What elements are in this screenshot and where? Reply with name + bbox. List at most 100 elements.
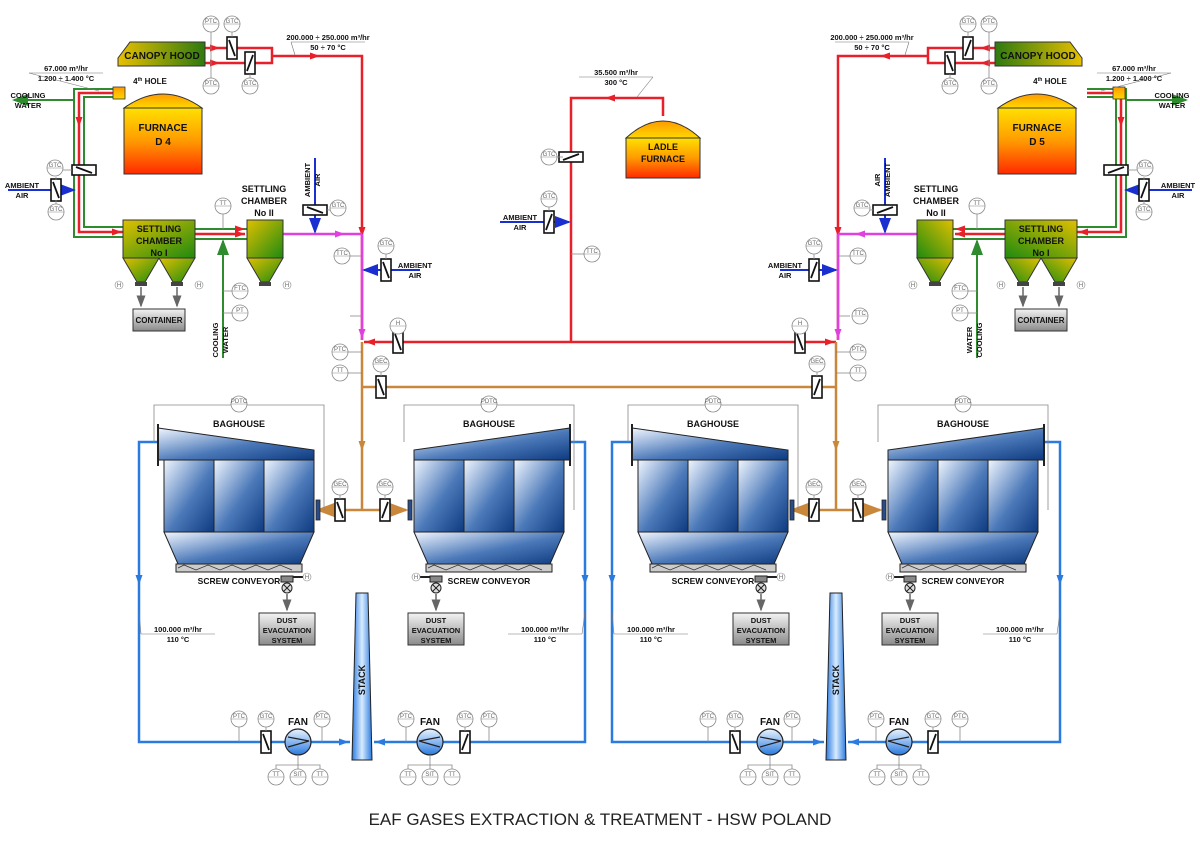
furnace-id-label: D 5 <box>1029 137 1045 148</box>
damper-valve-icon[interactable] <box>729 730 741 754</box>
instrument-tag: PT <box>956 308 964 314</box>
damper-valve-icon[interactable] <box>1138 178 1150 202</box>
pipe <box>137 440 350 744</box>
damper-valve-icon[interactable] <box>375 375 387 399</box>
valve-cross <box>906 584 914 592</box>
instrument-tt: TT <box>214 197 232 215</box>
instrument-tag: GTC <box>49 163 62 169</box>
hand-actuator-icon[interactable]: H <box>996 280 1006 290</box>
hand-actuator-icon[interactable]: H <box>302 572 312 582</box>
hand-actuator-icon[interactable]: H <box>282 280 292 290</box>
damper-valve-icon[interactable] <box>459 730 471 754</box>
damper-blade <box>306 206 324 214</box>
damper-valve-icon[interactable] <box>380 258 392 282</box>
filter-compartment <box>637 459 689 533</box>
hand-actuator-icon[interactable]: H <box>411 572 421 582</box>
fan[interactable] <box>284 728 312 756</box>
flow-arrow-icon <box>339 738 349 746</box>
damper-valve-icon[interactable] <box>71 164 97 176</box>
pipe <box>610 440 824 744</box>
damper-valve-icon[interactable] <box>808 258 820 282</box>
pipes <box>8 44 1192 746</box>
damper-blade <box>228 39 236 57</box>
damper-valve-icon[interactable] <box>50 178 62 202</box>
instrument-ptc: PTC <box>202 77 220 95</box>
damper-blade <box>946 54 954 72</box>
damper-valve-icon[interactable] <box>543 210 555 234</box>
damper-valve-icon[interactable] <box>226 36 238 60</box>
damper-valve-icon[interactable] <box>852 498 864 522</box>
cooling-water-label: COOLING <box>1155 91 1190 100</box>
hand-actuator-icon[interactable]: H <box>114 280 124 290</box>
instrument-gec: GEC <box>376 478 394 496</box>
damper-valve-icon[interactable] <box>872 204 898 216</box>
instrument-tt: TT <box>783 768 801 786</box>
hand-actuator-icon[interactable]: H <box>776 572 786 582</box>
damper-valve-icon[interactable] <box>1103 164 1129 176</box>
ladle-furnace-dome <box>624 120 702 139</box>
fan[interactable] <box>885 728 913 756</box>
instrument-gtc: GTC <box>540 148 558 166</box>
instrument-ttc: TTC <box>849 247 867 265</box>
hand-actuator-icon[interactable]: H <box>194 280 204 290</box>
hand-actuator-icon[interactable]: H <box>885 572 895 582</box>
dust-evacuation-system <box>881 612 939 646</box>
screw-flight <box>427 564 543 571</box>
instrument-ptc: PTC <box>783 710 801 728</box>
h-bubble <box>194 280 204 290</box>
damper-valve-icon[interactable] <box>302 204 328 216</box>
h-tag: H <box>888 575 892 581</box>
dust-evacuation-label: EVACUATION <box>737 626 785 635</box>
dust-evacuation-label: DUST <box>277 616 298 625</box>
instrument-h: H <box>389 317 407 335</box>
flow-arrow-icon <box>880 52 890 60</box>
flow-arrow-icon <box>358 329 366 339</box>
h-bubble <box>114 280 124 290</box>
fan[interactable] <box>416 728 444 756</box>
damper-valve-icon[interactable] <box>334 498 346 522</box>
instrument-gtc: GTC <box>1136 159 1154 177</box>
h-bubble <box>776 572 786 582</box>
instrument-tag: GTC <box>962 19 975 25</box>
canopy-hood-label: CANOPY HOOD <box>1000 51 1075 62</box>
flow-arrow-icon <box>1056 575 1064 585</box>
damper-valve-icon[interactable] <box>808 498 820 522</box>
damper-valve-icon[interactable] <box>944 51 956 75</box>
screw-flight <box>901 564 1017 571</box>
h-bubble <box>302 572 312 582</box>
container-label: CONTAINER <box>1018 316 1065 325</box>
instrument-pt: PT <box>951 304 969 322</box>
hand-actuator-icon[interactable]: H <box>908 280 918 290</box>
instrument-tag: GTC <box>260 714 273 720</box>
instrument-ttc: TTC <box>583 245 601 263</box>
fan[interactable] <box>756 728 784 756</box>
instrument-pdtc: PDTC <box>954 395 972 413</box>
ambient-air-label: AIR <box>779 271 793 280</box>
h-bubble <box>1076 280 1086 290</box>
fourth-hole-label: 4th HOLE <box>133 77 167 86</box>
damper-valve-icon[interactable] <box>244 51 256 75</box>
instrument-gtc: GTC <box>1135 203 1153 221</box>
ambient-air-label: AMBIENT <box>768 261 803 270</box>
flow-rate-label: 200.000 ÷ 250.000 m³/hr <box>286 33 369 42</box>
inlet-flange <box>881 499 887 521</box>
h-tag: H <box>779 575 783 581</box>
damper-valve-icon[interactable] <box>260 730 272 754</box>
h-bubble <box>282 280 292 290</box>
dust-evacuation-label: DUST <box>751 616 772 625</box>
cooling-water-label: COOLING <box>975 322 984 357</box>
flow-rate-label: 200.000 ÷ 250.000 m³/hr <box>830 33 913 42</box>
filter-compartment <box>987 459 1039 533</box>
instrument-gtc: GTC <box>223 15 241 33</box>
damper-valve-icon[interactable] <box>379 498 391 522</box>
damper-valve-icon[interactable] <box>927 730 939 754</box>
flow-arrow-icon <box>210 59 220 67</box>
hand-actuator-icon[interactable]: H <box>1076 280 1086 290</box>
damper-valve-icon[interactable] <box>962 36 974 60</box>
damper-valve-icon[interactable] <box>811 375 823 399</box>
container-d4 <box>132 308 186 332</box>
instrument-tag: PTC <box>852 347 865 353</box>
instrument-tag: GTC <box>1139 163 1152 169</box>
instrument-tag: GEC <box>378 482 392 488</box>
instrument-tag: GTC <box>459 714 472 720</box>
